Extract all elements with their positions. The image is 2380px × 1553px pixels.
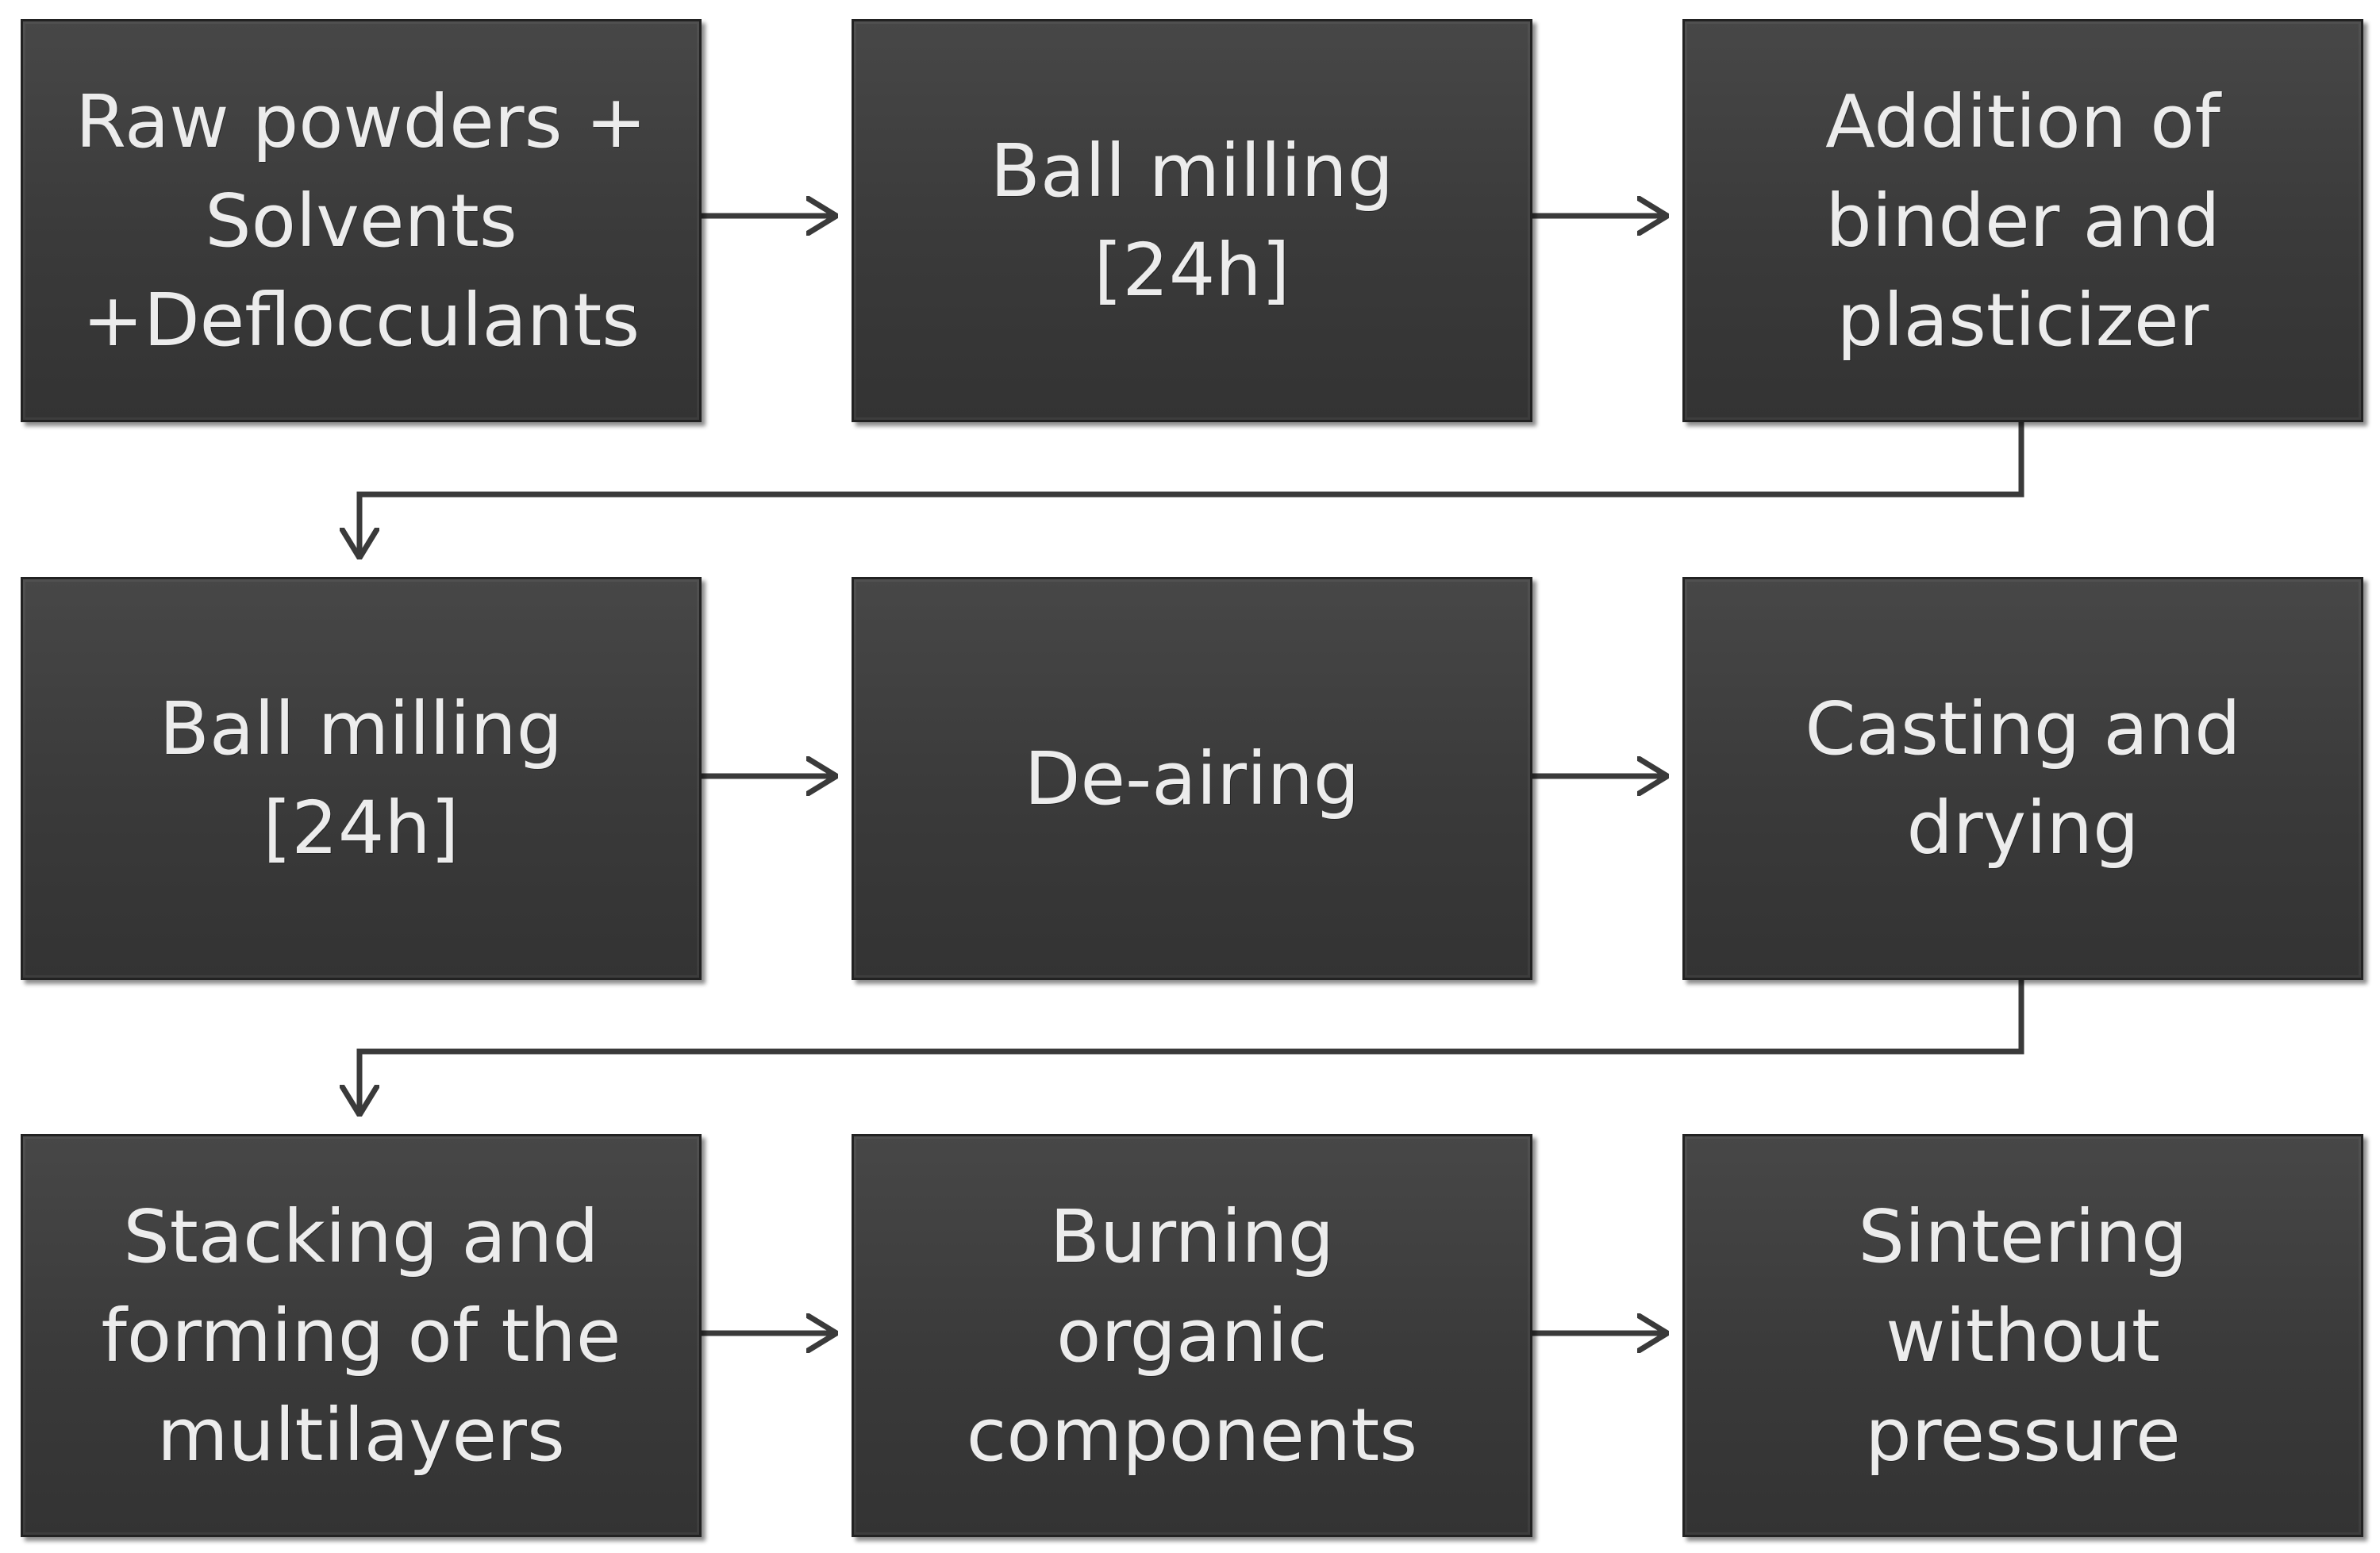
step-label: Casting and drying <box>1805 686 2241 871</box>
step-label: Ball milling [24h] <box>159 686 563 871</box>
step-binder-addition: Addition of binder and plasticizer <box>1682 19 2363 422</box>
arrow-casting-to-stacking <box>359 980 2024 1115</box>
step-label: Stacking and forming of the multilayers <box>101 1194 621 1478</box>
step-label: Sintering without pressure <box>1858 1194 2188 1478</box>
step-ball-milling-2: Ball milling [24h] <box>21 577 702 980</box>
step-stacking-forming: Stacking and forming of the multilayers <box>21 1134 702 1537</box>
step-label: De-airing <box>1024 736 1360 821</box>
step-raw-powders: Raw powders + Solvents +Deflocculants <box>21 19 702 422</box>
step-label: Addition of binder and plasticizer <box>1825 79 2220 363</box>
step-de-airing: De-airing <box>852 577 1532 980</box>
step-sintering: Sintering without pressure <box>1682 1134 2363 1537</box>
arrow-binder-to-ballmilling2 <box>359 422 2024 558</box>
step-ball-milling-1: Ball milling [24h] <box>852 19 1532 422</box>
step-burning-organic: Burning organic components <box>852 1134 1532 1537</box>
step-casting-drying: Casting and drying <box>1682 577 2363 980</box>
step-label: Ball milling [24h] <box>990 129 1394 313</box>
step-label: Burning organic components <box>966 1194 1418 1478</box>
step-label: Raw powders + Solvents +Deflocculants <box>75 79 647 363</box>
